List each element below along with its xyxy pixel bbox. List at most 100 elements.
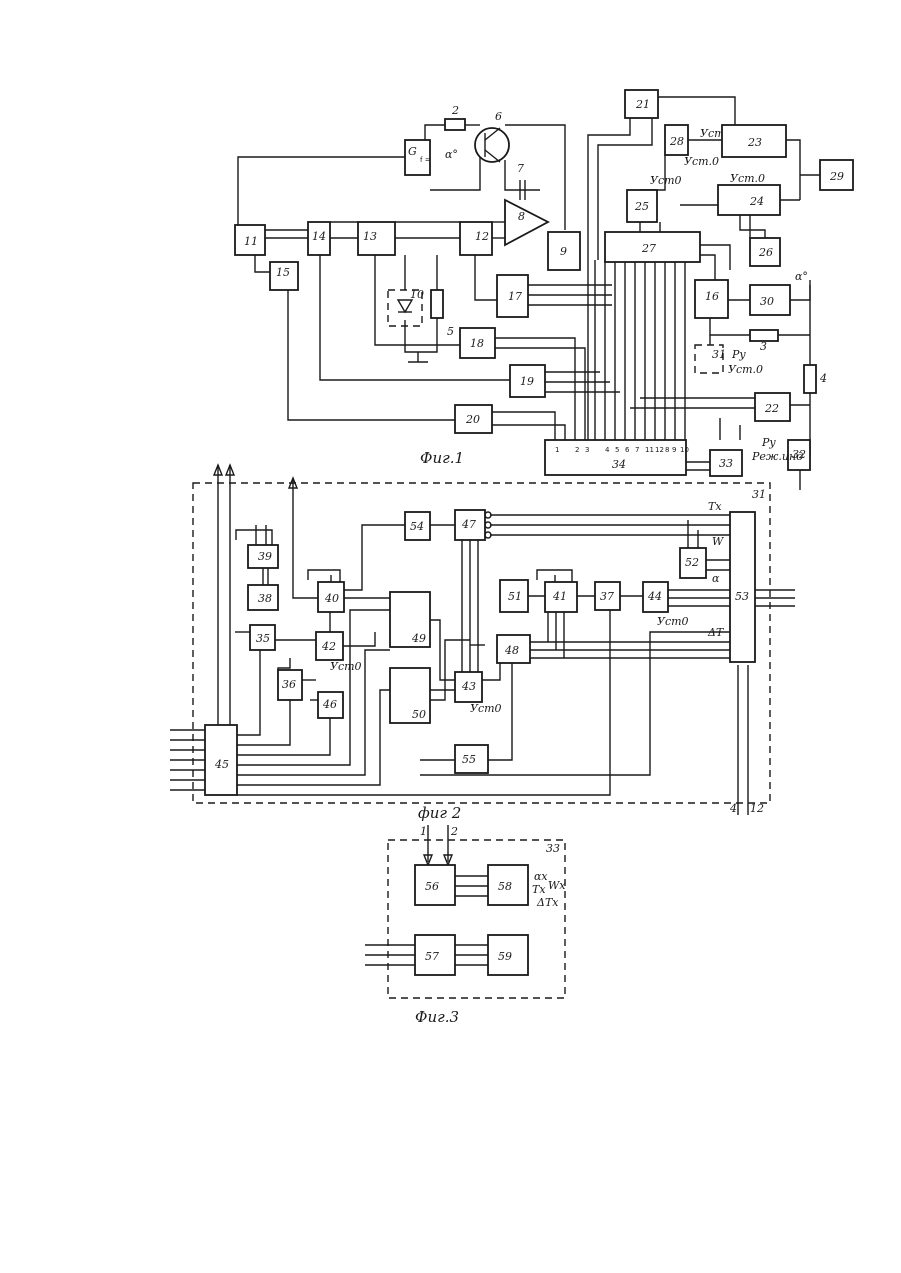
label-51: 51	[508, 590, 522, 603]
label-17: 17	[508, 290, 522, 303]
label-13: 13	[363, 230, 377, 243]
svg-text:5: 5	[615, 446, 619, 454]
diode-10	[398, 300, 412, 312]
label-43: 43	[461, 680, 476, 693]
label-42: 42	[321, 640, 336, 653]
label-28: 28	[669, 135, 684, 148]
out-12-annotation: 12	[750, 802, 764, 815]
label-56: 56	[425, 880, 439, 893]
label-57: 57	[425, 950, 439, 963]
figure-1: 6 7 2 G f = α° 8 10 5 3 4 31	[235, 90, 853, 490]
label-40: 40	[324, 592, 339, 605]
figure-2-caption: фиг 2	[418, 804, 461, 822]
label-39: 39	[258, 550, 272, 563]
label-6: 6	[495, 110, 502, 123]
alpha-annotation-3: α	[712, 572, 720, 585]
amplifier-8	[505, 200, 548, 245]
ax-annotation: αх	[534, 870, 548, 883]
label-7: 7	[517, 162, 524, 175]
label-48: 48	[504, 644, 519, 657]
svg-text:12: 12	[655, 446, 664, 454]
figure-1-caption: Фиг.1	[420, 449, 464, 467]
ru-annotation-2: Ру	[761, 436, 776, 449]
label-59: 59	[498, 950, 512, 963]
label-36: 36	[282, 678, 296, 691]
label-31: 31	[712, 348, 726, 361]
label-14: 14	[312, 230, 326, 243]
rezh-ind-annotation: Реж.инд	[751, 450, 803, 463]
ust0-annotation-1: Уст.0	[684, 155, 719, 168]
svg-text:7: 7	[635, 446, 639, 454]
resistor-4	[804, 365, 816, 393]
label-16: 16	[705, 290, 719, 303]
label-23: 23	[747, 136, 762, 149]
label-22: 22	[764, 402, 779, 415]
label-8: 8	[518, 210, 525, 223]
label-30: 30	[760, 295, 774, 308]
label-27: 27	[641, 242, 656, 255]
capacitor-7: 7	[517, 162, 525, 200]
fig3-frame-label: 33	[546, 842, 560, 855]
tx-annotation: Тх	[708, 500, 722, 513]
resistor-2	[445, 119, 465, 130]
label-53: 53	[735, 590, 749, 603]
label-24: 24	[749, 195, 764, 208]
label-5: 5	[447, 325, 454, 338]
label-25: 25	[634, 200, 649, 213]
delta-t-annotation: ΔT	[707, 626, 725, 639]
figure-3: 33 1 2 56 58 57 59 αх Тх Wx ΔТх	[365, 825, 566, 1026]
label-33: 33	[719, 457, 733, 470]
block-24	[718, 185, 780, 215]
alpha-annotation-2: α°	[795, 270, 808, 283]
label-20: 20	[465, 413, 480, 426]
ust0-annotation-5: Уст0	[330, 660, 362, 673]
ust0-annotation-7: Уст0	[657, 615, 689, 628]
fig1-blocks: 11 14 13 12 15 9 17 18 19 20 21 28 Уст1 …	[235, 90, 853, 476]
label-54: 54	[410, 520, 424, 533]
figure-2: 31	[170, 465, 795, 822]
svg-text:11: 11	[645, 446, 654, 454]
label-46: 46	[322, 698, 337, 711]
label-4: 4	[819, 372, 827, 385]
label-10: 10	[410, 288, 424, 301]
wx-annotation: Wx	[548, 879, 566, 892]
figure-3-caption: Фиг.3	[415, 1008, 459, 1026]
label-3: 3	[760, 340, 767, 353]
label-50: 50	[412, 708, 426, 721]
svg-text:4: 4	[605, 446, 610, 454]
fig3-input-2: 2	[450, 825, 458, 838]
fig3-input-1: 1	[420, 825, 427, 838]
label-15: 15	[276, 266, 290, 279]
label-19: 19	[520, 375, 534, 388]
label-21: 21	[635, 98, 650, 111]
svg-text:6: 6	[625, 446, 630, 454]
out-4-annotation: 4	[729, 802, 737, 815]
ust0-annotation-6: Уст0	[470, 702, 502, 715]
svg-text:8: 8	[665, 446, 669, 454]
generator-eq: f =	[420, 156, 431, 164]
dtx-annotation: ΔТх	[536, 896, 559, 909]
label-34: 34	[612, 458, 626, 471]
svg-text:2: 2	[575, 446, 579, 454]
label-45: 45	[214, 758, 229, 771]
label-11: 11	[244, 235, 258, 248]
label-26: 26	[758, 246, 773, 259]
label-18: 18	[470, 337, 484, 350]
label-49: 49	[411, 632, 426, 645]
svg-text:10: 10	[680, 446, 689, 454]
w-annotation: W	[712, 535, 725, 548]
tx3-annotation: Тх	[532, 883, 546, 896]
ust0-annotation-4: Уст.0	[728, 363, 763, 376]
fig2-frame-label: 31	[752, 488, 766, 501]
label-9: 9	[560, 245, 567, 258]
label-2: 2	[451, 104, 459, 117]
svg-text:9: 9	[672, 446, 676, 454]
alpha-annotation-1: α°	[445, 148, 458, 161]
label-38: 38	[258, 592, 272, 605]
transistor-6: 6	[475, 110, 509, 162]
label-29: 29	[829, 170, 844, 183]
label-12: 12	[475, 230, 489, 243]
label-52: 52	[685, 556, 699, 569]
